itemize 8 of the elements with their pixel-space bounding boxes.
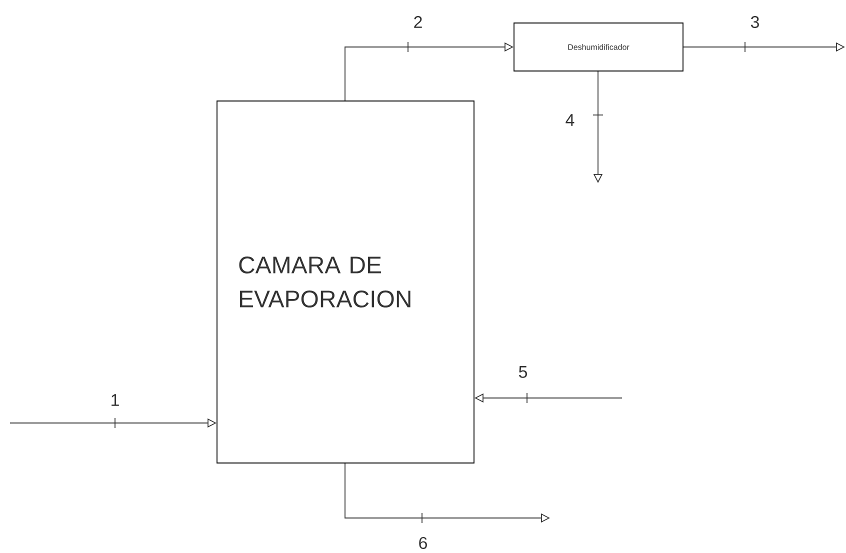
dehumidifier-box: Deshumidificador xyxy=(514,22,684,72)
stream-number: 6 xyxy=(419,536,427,550)
stream-number: 1 xyxy=(112,394,119,406)
stream-number: 4 xyxy=(566,114,574,126)
chamber-box: CAMARA DE EVAPORACION xyxy=(216,100,474,464)
stream-number: 2 xyxy=(414,16,422,28)
stream-number: 3 xyxy=(750,16,759,28)
stream-number: 5 xyxy=(518,366,528,378)
